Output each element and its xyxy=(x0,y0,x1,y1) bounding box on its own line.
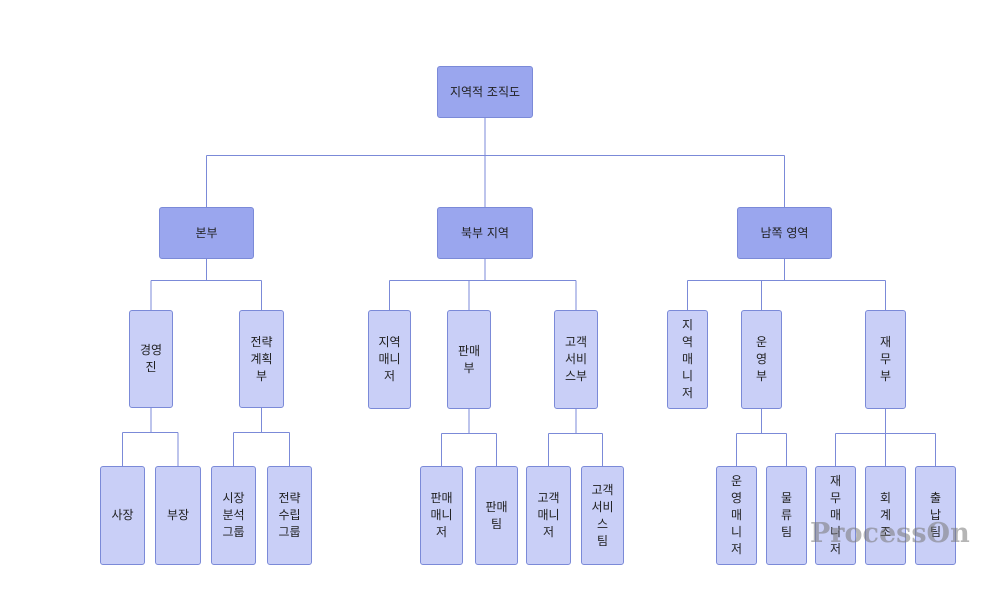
team-node[interactable]: 운 영 매 니 저 xyxy=(716,466,757,565)
team-node[interactable]: 고객 매니 저 xyxy=(526,466,571,565)
team-node[interactable]: 시장 분석 그룹 xyxy=(211,466,256,565)
team-node[interactable]: 출 납 팀 xyxy=(915,466,956,565)
root-node[interactable]: 지역적 조직도 xyxy=(437,66,533,118)
team-node[interactable]: 회 계 조 xyxy=(865,466,906,565)
team-node[interactable]: 고객 서비 스 팀 xyxy=(581,466,624,565)
region-node-south[interactable]: 남쪽 영역 xyxy=(737,207,832,259)
region-node-hq[interactable]: 본부 xyxy=(159,207,254,259)
group-node[interactable]: 경영 진 xyxy=(129,310,173,408)
group-node[interactable]: 전략 계획 부 xyxy=(239,310,284,408)
group-node[interactable]: 지 역 매 니 저 xyxy=(667,310,708,409)
team-node[interactable]: 전략 수립 그룹 xyxy=(267,466,312,565)
group-node[interactable]: 판매 부 xyxy=(447,310,491,409)
region-node-north[interactable]: 북부 지역 xyxy=(437,207,533,259)
group-node[interactable]: 재 무 부 xyxy=(865,310,906,409)
team-node[interactable]: 재 무 매 니 저 xyxy=(815,466,856,565)
team-node[interactable]: 판매 팀 xyxy=(475,466,518,565)
team-node[interactable]: 사장 xyxy=(100,466,145,565)
team-node[interactable]: 물 류 팀 xyxy=(766,466,807,565)
team-node[interactable]: 부장 xyxy=(155,466,201,565)
group-node[interactable]: 운 영 부 xyxy=(741,310,782,409)
team-node[interactable]: 판매 매니 저 xyxy=(420,466,463,565)
group-node[interactable]: 지역 매니 저 xyxy=(368,310,411,409)
group-node[interactable]: 고객 서비 스부 xyxy=(554,310,598,409)
watermark-logo: ProcessOn xyxy=(810,518,970,549)
